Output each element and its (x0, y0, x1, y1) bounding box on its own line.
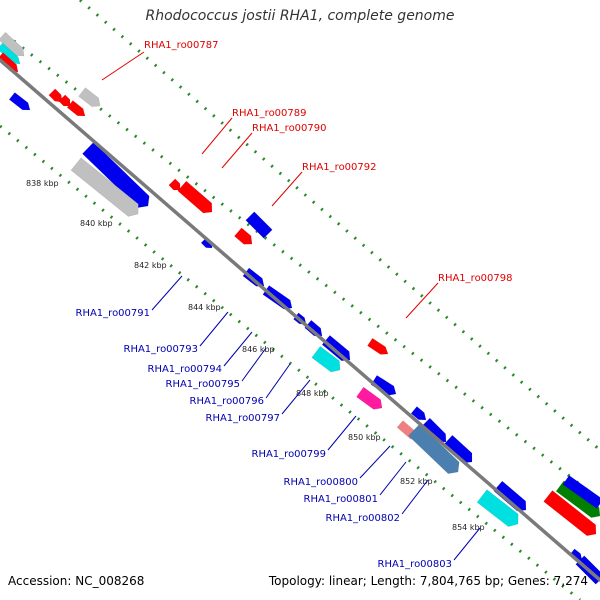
gene-labels: RHA1_ro00787RHA1_ro00789RHA1_ro00790RHA1… (76, 40, 513, 570)
leader-line (199, 311, 229, 347)
gene-arrow[interactable] (58, 94, 71, 107)
gene-arrow[interactable] (70, 157, 139, 217)
tick-label: 854 kbp (452, 523, 485, 532)
gene-arrow[interactable] (562, 475, 600, 509)
gene-arrow[interactable] (493, 480, 527, 512)
gene-label[interactable]: RHA1_ro00795 (166, 379, 241, 390)
gene-arrow[interactable] (245, 211, 273, 239)
leader-line (101, 51, 145, 81)
tick-label: 850 kbp (348, 433, 381, 442)
gene-label[interactable]: RHA1_ro00794 (148, 364, 223, 375)
gene-label[interactable]: RHA1_ro00797 (206, 413, 281, 424)
tick-label: 844 kbp (188, 303, 221, 312)
gene-features (0, 31, 600, 585)
leader-line (201, 117, 233, 155)
gene-arrow[interactable] (367, 337, 389, 355)
leader-line (359, 445, 391, 479)
gene-label[interactable]: RHA1_ro00789 (232, 108, 307, 119)
leader-line (453, 527, 481, 561)
gene-arrow[interactable] (242, 267, 265, 287)
backbone-line (0, 58, 600, 582)
gene-arrow[interactable] (304, 319, 323, 337)
gene-label[interactable]: RHA1_ro00800 (284, 477, 359, 488)
tick-label: 838 kbp (26, 179, 59, 188)
gene-arrow[interactable] (311, 346, 341, 373)
gene-label[interactable]: RHA1_ro00787 (144, 40, 219, 51)
gene-label[interactable]: RHA1_ro00799 (252, 449, 327, 460)
gene-arrow[interactable] (356, 386, 383, 410)
tick-label: 840 kbp (80, 219, 113, 228)
tick-label: 842 kbp (134, 261, 167, 270)
gene-arrow[interactable] (8, 92, 31, 111)
genome-backbone (0, 58, 600, 582)
leader-line (151, 275, 183, 311)
tick-label: 852 kbp (400, 477, 433, 486)
leader-line (379, 461, 407, 496)
tick-label: 848 kbp (296, 389, 329, 398)
scale-ticks: 838 kbp 840 kbp 842 kbp 844 kbp 846 kbp 848 k… (26, 179, 485, 532)
gene-arrow[interactable] (476, 489, 519, 527)
gene-arrow[interactable] (543, 490, 597, 537)
gene-arrow[interactable] (168, 178, 181, 191)
gene-label[interactable]: RHA1_ro00803 (378, 559, 453, 570)
gene-label[interactable]: RHA1_ro00791 (76, 308, 151, 319)
gene-label[interactable]: RHA1_ro00802 (326, 513, 401, 524)
gene-arrow[interactable] (410, 406, 427, 421)
leader-line (401, 479, 429, 515)
gene-arrow[interactable] (262, 285, 293, 310)
gene-arrow[interactable] (78, 87, 101, 107)
leader-line (223, 331, 253, 367)
gene-arrow[interactable] (66, 100, 86, 117)
leader-line (405, 282, 439, 319)
dot-rail (0, 124, 581, 600)
leader-line (327, 415, 357, 451)
gene-label[interactable]: RHA1_ro00793 (124, 344, 199, 355)
gene-arrow[interactable] (234, 227, 253, 245)
leader-line (221, 132, 253, 169)
gene-arrow[interactable] (48, 88, 63, 103)
gene-label[interactable]: RHA1_ro00792 (302, 162, 377, 173)
leader-line (281, 379, 311, 415)
gene-label[interactable]: RHA1_ro00798 (438, 273, 513, 284)
topology-text: Topology: linear; Length: 7,804,765 bp; … (268, 574, 588, 588)
leader-line (271, 171, 303, 207)
leader-line (265, 363, 291, 399)
gene-label[interactable]: RHA1_ro00796 (190, 396, 265, 407)
map-title: Rhodococcus jostii RHA1, complete genome (145, 8, 455, 24)
gene-label[interactable]: RHA1_ro00790 (252, 123, 327, 134)
accession-text: Accession: NC_008268 (8, 574, 145, 588)
gene-arrow[interactable] (408, 423, 460, 474)
leader-line (241, 347, 267, 382)
tick-label: 846 kbp (242, 345, 275, 354)
gene-label[interactable]: RHA1_ro00801 (304, 494, 379, 505)
dot-rail (79, 0, 600, 452)
gene-arrow[interactable] (321, 335, 351, 362)
gene-arrow[interactable] (177, 180, 213, 214)
